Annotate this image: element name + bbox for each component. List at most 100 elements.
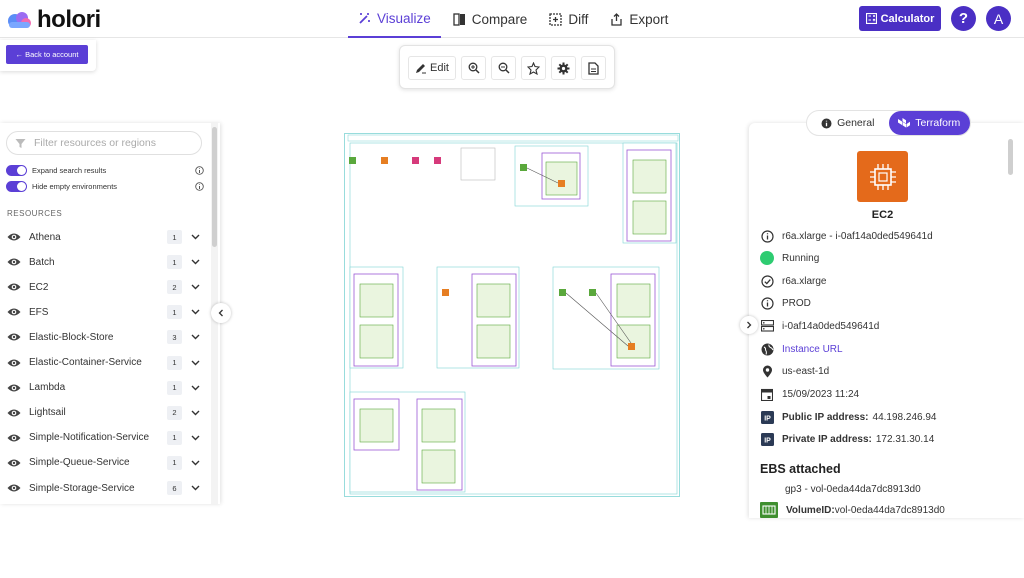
eye-icon[interactable] bbox=[7, 358, 21, 368]
chevron-down-icon[interactable] bbox=[191, 410, 200, 416]
status-running-icon bbox=[760, 251, 774, 265]
chevron-down-icon[interactable] bbox=[191, 309, 200, 315]
resource-row[interactable]: Lightsail 2 bbox=[7, 403, 205, 423]
details-scrollbar[interactable] bbox=[1006, 137, 1014, 517]
eye-icon[interactable] bbox=[7, 257, 21, 267]
chevron-down-icon[interactable] bbox=[191, 360, 200, 366]
server-icon bbox=[760, 320, 774, 332]
calculator-icon bbox=[865, 13, 877, 24]
settings-button[interactable] bbox=[551, 56, 576, 80]
architecture-diagram[interactable] bbox=[344, 133, 680, 497]
resource-count-badge: 1 bbox=[167, 230, 182, 244]
resource-row[interactable]: EFS 1 bbox=[7, 302, 205, 322]
tab-export[interactable]: Export bbox=[600, 0, 678, 38]
expand-search-row: Expand search results bbox=[6, 165, 204, 176]
info-icon bbox=[821, 118, 832, 128]
chevron-down-icon[interactable] bbox=[191, 259, 200, 265]
zoom-out-button[interactable] bbox=[491, 56, 516, 80]
hide-empty-toggle[interactable] bbox=[6, 181, 27, 192]
eye-icon[interactable] bbox=[7, 483, 21, 493]
chevron-down-icon[interactable] bbox=[191, 460, 200, 466]
tab-terraform[interactable]: Terraform bbox=[888, 111, 970, 135]
instance-url-link[interactable]: Instance URL bbox=[782, 343, 843, 355]
calculator-button[interactable]: Calculator bbox=[859, 6, 941, 31]
resource-row[interactable]: Athena 1 bbox=[7, 227, 205, 247]
tab-diff-label: Diff bbox=[568, 11, 589, 27]
report-button[interactable] bbox=[581, 56, 606, 80]
chip-icon bbox=[869, 163, 896, 190]
globe-icon bbox=[761, 343, 773, 355]
calendar-icon bbox=[761, 388, 773, 401]
ebs-heading: EBS attached bbox=[760, 462, 841, 476]
resource-node bbox=[381, 157, 388, 164]
chevron-down-icon[interactable] bbox=[191, 485, 200, 491]
compare-icon bbox=[453, 12, 465, 26]
terraform-icon bbox=[898, 117, 911, 127]
eye-icon[interactable] bbox=[7, 383, 21, 393]
filter-placeholder: Filter resources or regions bbox=[34, 137, 156, 149]
resources-heading: RESOURCES bbox=[7, 209, 63, 218]
eye-icon[interactable] bbox=[7, 232, 21, 242]
resource-node bbox=[559, 289, 566, 296]
resource-label: EC2 bbox=[29, 281, 49, 293]
app-logo[interactable]: holori bbox=[6, 6, 101, 34]
zoom-in-button[interactable] bbox=[461, 56, 486, 80]
resource-count-badge: 3 bbox=[167, 330, 182, 345]
collapse-left-panel-button[interactable] bbox=[211, 303, 231, 323]
help-label: ? bbox=[958, 10, 969, 27]
ec2-service-icon bbox=[857, 151, 908, 202]
back-to-account-button[interactable]: ← Back to account bbox=[6, 45, 88, 64]
filter-input[interactable]: Filter resources or regions bbox=[6, 131, 202, 155]
eye-icon[interactable] bbox=[7, 282, 21, 292]
eye-icon[interactable] bbox=[7, 307, 21, 317]
chevron-down-icon[interactable] bbox=[191, 385, 200, 391]
resource-node bbox=[434, 157, 441, 164]
auto-layout-button[interactable] bbox=[521, 56, 546, 80]
private-ip-value: 172.31.30.14 bbox=[875, 433, 935, 445]
help-button[interactable]: ? bbox=[951, 6, 976, 31]
resource-count-badge: 2 bbox=[167, 405, 182, 420]
auto-layout-icon bbox=[527, 61, 540, 75]
resource-count-badge: 1 bbox=[167, 380, 182, 395]
tab-compare[interactable]: Compare bbox=[443, 0, 538, 38]
resource-count-badge: 1 bbox=[167, 355, 182, 370]
info-icon[interactable] bbox=[195, 166, 204, 175]
resource-count-badge: 1 bbox=[167, 255, 182, 270]
collapse-right-panel-button[interactable] bbox=[740, 316, 758, 334]
user-avatar[interactable]: A bbox=[986, 6, 1011, 31]
tab-visualize[interactable]: Visualize bbox=[348, 0, 441, 38]
chevron-down-icon[interactable] bbox=[191, 234, 200, 240]
chevron-down-icon[interactable] bbox=[191, 334, 200, 340]
ip-icon: IP bbox=[760, 410, 774, 424]
info-icon[interactable] bbox=[195, 182, 204, 191]
eye-icon[interactable] bbox=[7, 332, 21, 342]
edit-button[interactable]: Edit bbox=[408, 56, 456, 80]
volume-id-label: VolumeID: bbox=[786, 504, 835, 516]
eye-icon[interactable] bbox=[7, 433, 21, 443]
public-ip-label: Public IP address: bbox=[782, 411, 869, 423]
eye-icon[interactable] bbox=[7, 408, 21, 418]
tab-compare-label: Compare bbox=[471, 11, 528, 27]
resource-node bbox=[589, 289, 596, 296]
resource-label: Lightsail bbox=[29, 407, 66, 419]
chevron-down-icon[interactable] bbox=[191, 284, 200, 290]
resource-label: EFS bbox=[29, 306, 49, 318]
resource-node bbox=[628, 343, 635, 350]
tab-diff[interactable]: Diff bbox=[539, 0, 598, 38]
eye-icon[interactable] bbox=[7, 458, 21, 468]
back-container: ← Back to account bbox=[0, 40, 96, 71]
resource-label: Athena bbox=[29, 231, 61, 243]
resource-count-badge: 1 bbox=[167, 305, 182, 320]
chevron-down-icon[interactable] bbox=[191, 435, 200, 441]
tab-general[interactable]: General bbox=[807, 111, 889, 135]
expand-search-toggle[interactable] bbox=[6, 165, 27, 176]
document-icon bbox=[588, 61, 599, 75]
